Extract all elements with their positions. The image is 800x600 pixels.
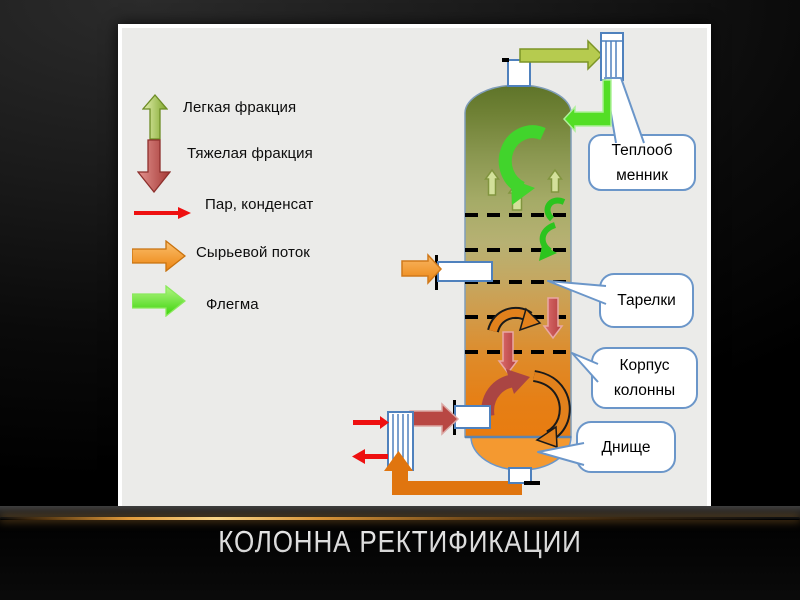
feed-arrow [401,253,443,285]
overhead-vapor-arrow [519,39,604,71]
legend-label-feed-stream: Сырьевой поток [196,244,310,261]
callout-box-bottom-head [576,421,676,473]
divider-glow-line [0,517,800,520]
callout-pointers [537,77,645,466]
down-arrow-icon [497,331,519,375]
reboiler-return-arrow [409,402,460,436]
tick-mark [524,481,540,485]
up-arrow-icon [384,451,413,471]
bottoms-pipe [384,451,522,495]
reboiler-return-nozzle [454,405,491,429]
diagram-panel: Легкая фракция Тяжелая фракция Пар, конд… [118,24,711,510]
rectification-column-diagram [352,32,698,495]
vapor-curl-small [487,306,542,334]
legend-label-reflux: Флегма [206,296,259,313]
reflux-return-arrow [562,79,612,133]
down-arrow-icon [542,297,564,340]
block-arrow-right-icon [132,240,186,272]
top-nozzle [507,59,531,87]
steam-in-arrow [353,416,389,429]
block-arrow-right-icon [132,285,186,317]
feed-nozzle [437,261,493,282]
heavy-down-arrows [497,297,564,375]
title-band [0,506,800,519]
callout-box-trays [599,273,694,328]
callout-boxes [576,134,698,473]
heat-exchanger-icon [600,32,624,81]
down-arrow-icon [137,139,171,193]
callout-box-heat-exchanger [588,134,696,191]
diagram-area: Легкая фракция Тяжелая фракция Пар, конд… [122,28,707,502]
legend-label-heavy-fraction: Тяжелая фракция [187,145,313,162]
reflux-swirl-arrow [498,125,546,205]
bottom-nozzle [508,467,532,484]
callout-pointer [537,442,585,466]
callout-pointer [547,280,607,305]
up-arrow-icon [484,168,500,196]
condensing-swirl-arrow [539,197,566,261]
tick-mark [502,58,509,62]
up-arrow-icon [547,168,563,193]
legend-label-light-fraction: Легкая фракция [183,99,297,116]
vapor-curl-large [532,370,571,449]
condensate-out-arrow [352,449,388,464]
up-arrow-icon [142,94,168,140]
legend-label-steam-condensate: Пар, конденсат [205,196,314,213]
callout-pointer [571,352,599,383]
callout-box-column-shell [591,347,698,409]
thin-arrow-right-icon [134,207,191,219]
slide-title: КОЛОННА РЕКТИФИКАЦИИ [218,524,582,559]
